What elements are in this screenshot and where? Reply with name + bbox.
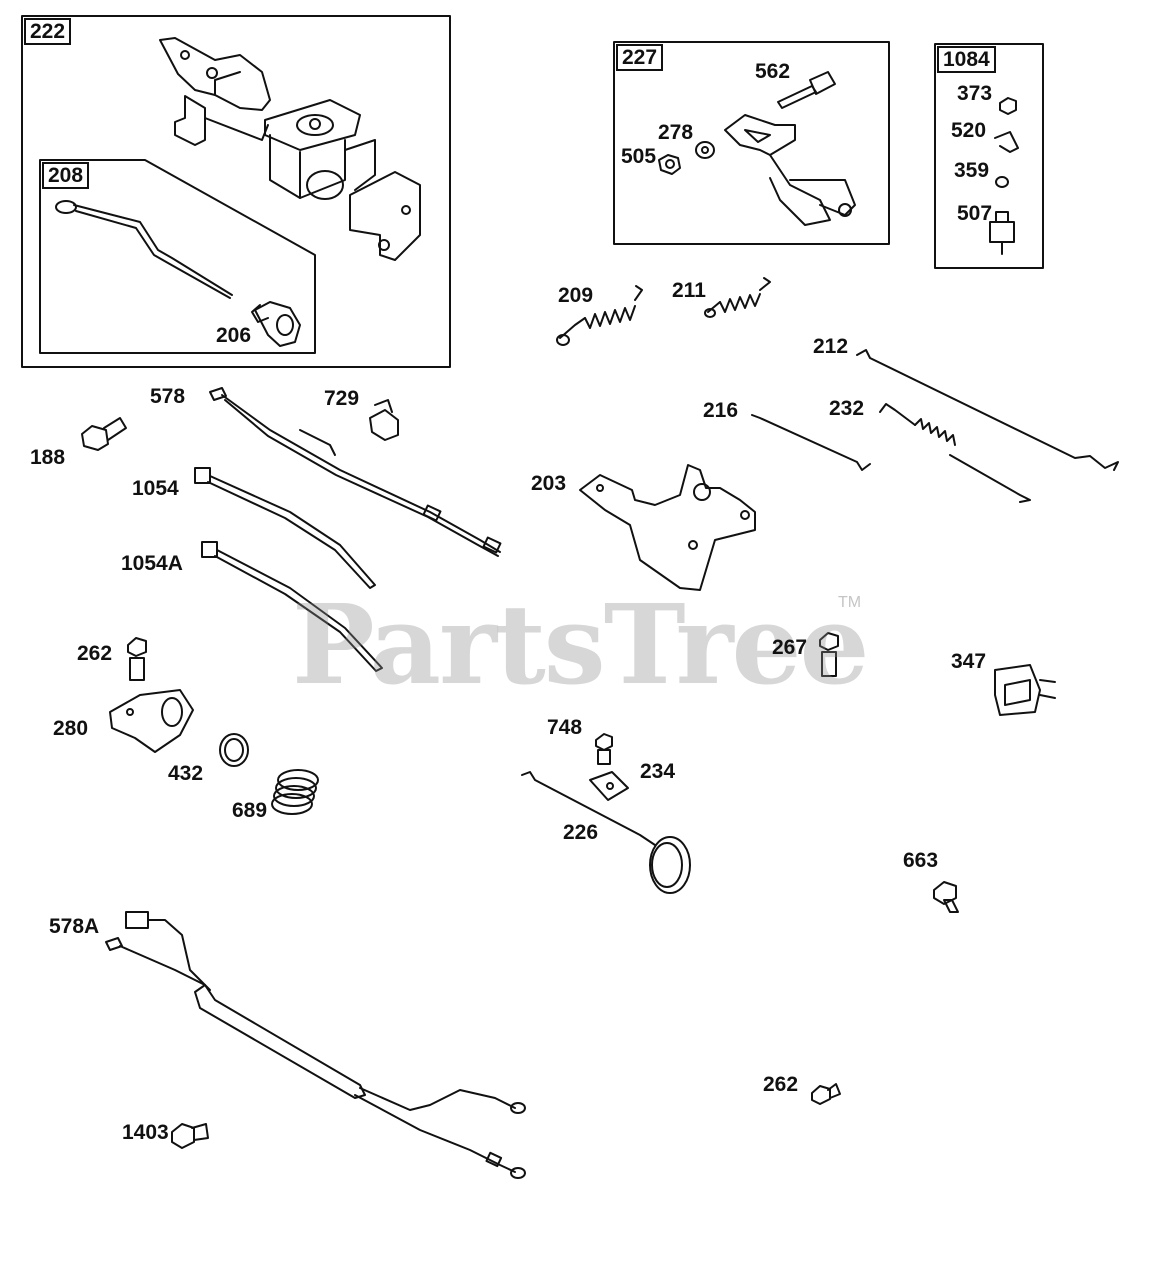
part-label-232[interactable]: 232 (829, 397, 865, 420)
part-label-578[interactable]: 578 (150, 385, 186, 408)
trademark-symbol: TM (838, 594, 862, 611)
part-label-203[interactable]: 203 (531, 472, 567, 495)
part-262-screw-a (128, 638, 146, 680)
part-label-689[interactable]: 689 (232, 799, 268, 822)
part-663-bolt (934, 882, 958, 912)
part-505-nut (659, 155, 680, 174)
part-label-1054A[interactable]: 1054A (121, 552, 183, 575)
part-label-211[interactable]: 211 (672, 279, 706, 302)
part-347-rocker-switch (995, 665, 1055, 715)
part-206-nut (252, 302, 300, 346)
part-label-1403[interactable]: 1403 (122, 1121, 169, 1144)
part-label-280[interactable]: 280 (53, 717, 89, 740)
part-211-spring (705, 278, 770, 317)
part-label-1054[interactable]: 1054 (132, 477, 179, 500)
part-label-373[interactable]: 373 (957, 82, 993, 105)
part-216-rod (752, 415, 870, 470)
part-label-347[interactable]: 347 (951, 650, 987, 673)
part-208-link-rod (56, 201, 232, 298)
part-label-267[interactable]: 267 (772, 636, 808, 659)
part-label-234[interactable]: 234 (640, 760, 676, 783)
group-frame-1084 (935, 44, 1043, 268)
part-label-226[interactable]: 226 (563, 821, 599, 844)
part-507-switch (990, 212, 1014, 254)
part-689-spring (272, 770, 318, 814)
part-729-clip (370, 400, 398, 440)
group-label-208[interactable]: 208 (42, 162, 90, 189)
part-label-748[interactable]: 748 (547, 716, 583, 739)
part-222-bracket-assembly (160, 38, 420, 260)
part-748-screw (596, 734, 612, 764)
part-label-432[interactable]: 432 (168, 762, 204, 785)
part-227-lever (725, 115, 855, 225)
group-label-1084[interactable]: 1084 (937, 46, 996, 73)
group-label-227[interactable]: 227 (616, 44, 664, 71)
part-188-bolt (82, 418, 126, 450)
part-label-262-a[interactable]: 262 (77, 642, 113, 665)
part-212-rod (857, 350, 1118, 470)
part-232-spring-rod (880, 404, 1030, 502)
part-278-washer (696, 142, 714, 158)
part-label-262-b[interactable]: 262 (763, 1073, 799, 1096)
part-label-729[interactable]: 729 (324, 387, 360, 410)
part-578A-wire-harness (106, 912, 525, 1178)
part-520-clip (995, 132, 1018, 152)
part-label-507[interactable]: 507 (957, 202, 993, 225)
part-209-spring (557, 286, 642, 345)
part-562-bolt (778, 72, 835, 108)
group-frame-222 (22, 16, 450, 367)
part-280-bracket (110, 690, 193, 752)
watermark: PartsTree (292, 580, 870, 709)
part-label-188[interactable]: 188 (30, 446, 66, 469)
group-frame-227 (614, 42, 889, 244)
part-label-212[interactable]: 212 (813, 335, 849, 358)
part-359-washer (996, 177, 1008, 187)
part-203-bracket (580, 465, 755, 590)
part-1054-cable-tie (195, 468, 375, 588)
part-1403-bolt (172, 1124, 208, 1148)
part-578-wire-harness (210, 388, 500, 556)
part-226-rod (522, 772, 690, 893)
part-432-ring (220, 734, 248, 766)
part-373-nut (1000, 98, 1016, 114)
part-1054A-cable-tie (202, 542, 382, 671)
part-label-663[interactable]: 663 (903, 849, 939, 872)
part-label-216[interactable]: 216 (703, 399, 739, 422)
part-label-562[interactable]: 562 (755, 60, 791, 83)
group-frame-208 (40, 160, 315, 353)
part-267-screw (820, 633, 838, 676)
part-label-278[interactable]: 278 (658, 121, 694, 144)
part-234-clip (590, 772, 628, 800)
part-label-209[interactable]: 209 (558, 284, 594, 307)
part-label-206[interactable]: 206 (216, 324, 252, 347)
part-label-505[interactable]: 505 (621, 145, 657, 168)
part-label-520[interactable]: 520 (951, 119, 987, 142)
part-262-screw-b (812, 1084, 840, 1104)
part-label-359[interactable]: 359 (954, 159, 990, 182)
group-label-222[interactable]: 222 (24, 18, 72, 45)
part-label-578A[interactable]: 578A (49, 915, 100, 938)
